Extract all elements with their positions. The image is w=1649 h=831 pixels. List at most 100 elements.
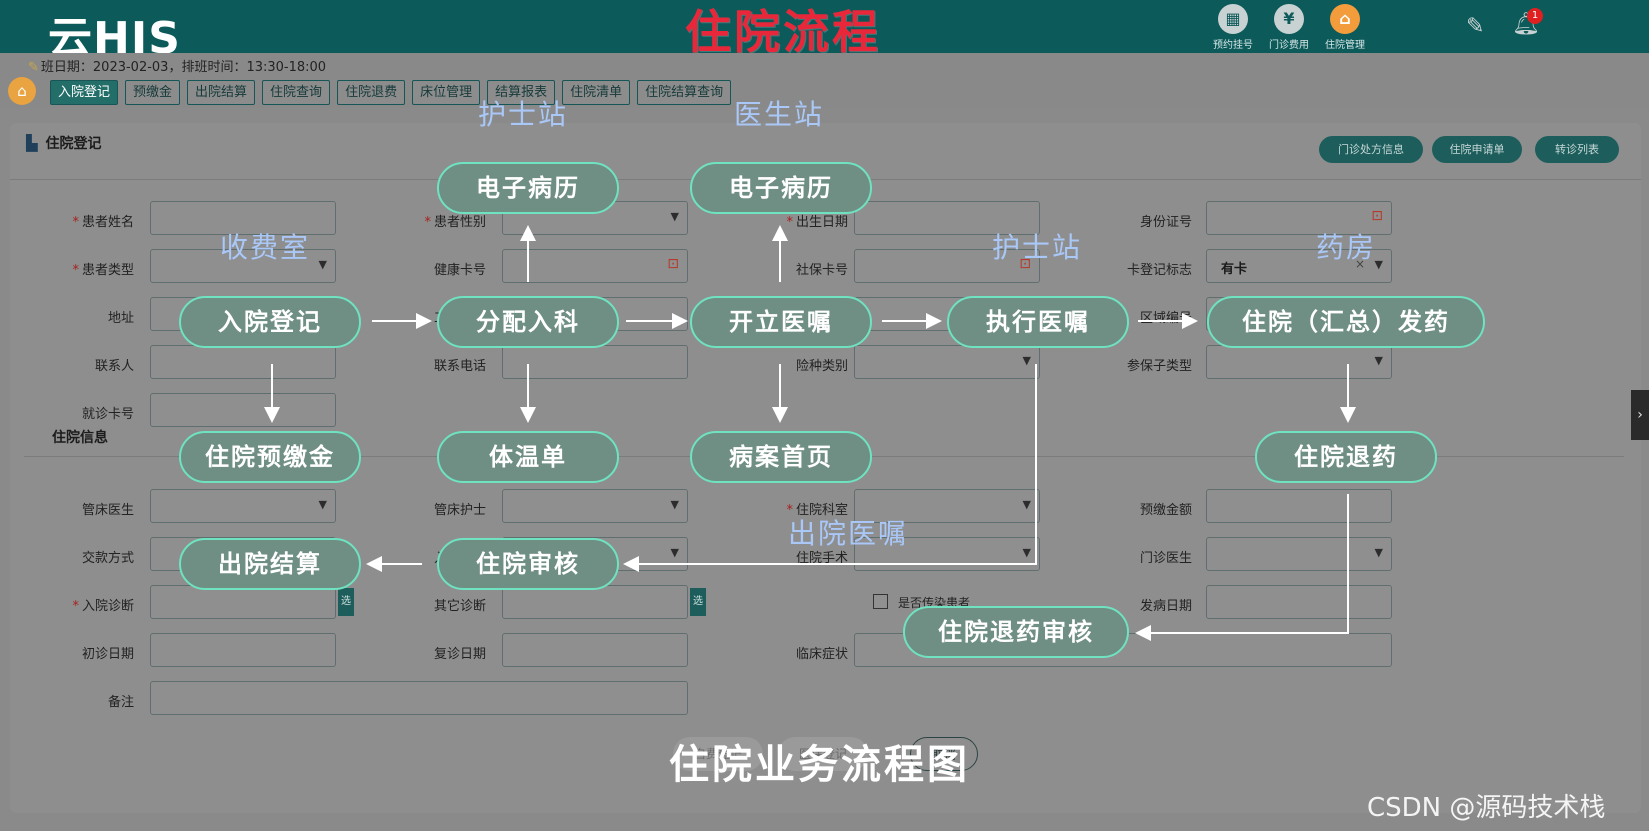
select-other-diagnosis-button[interactable]: 选 (690, 588, 706, 616)
tab-bed-mgmt[interactable]: 床位管理 (412, 80, 481, 105)
pen-icon[interactable]: ✎ (1466, 14, 1485, 39)
watermark: CSDN @源码技术栈 (1367, 793, 1606, 823)
label-card-flag: 卡登记标志 (1126, 263, 1192, 278)
label-health-card: 健康卡号 (433, 263, 486, 278)
hospital-icon: ▙ (26, 134, 38, 152)
top-bar: 云HIS 住院流程 ▦ 预约挂号 ¥ 门诊费用 ⌂ 住院管理 ✎ 🔔︎ 1 (0, 0, 1649, 64)
referral-list-button[interactable]: 转诊列表 (1535, 136, 1619, 163)
home-icon[interactable]: ⌂ (8, 77, 36, 105)
station-discharge-order: 出院医嘱 (788, 517, 909, 550)
tab-settle-report[interactable]: 结算报表 (487, 80, 556, 105)
inpatient-mgmt-button[interactable]: ⌂ 住院管理 (1315, 4, 1375, 52)
station-cashier: 收费室 (220, 231, 311, 264)
section-inpatient-info: 住院信息 (52, 430, 108, 446)
label-surgery: 住院手术 (795, 551, 848, 566)
remarks-input[interactable] (150, 681, 688, 715)
admit-diagnosis-input[interactable] (150, 585, 336, 619)
patient-type-select[interactable]: ▼ (150, 249, 336, 283)
health-card-input[interactable]: ⊡ (502, 249, 688, 283)
chevron-down-icon: ▼ (670, 546, 679, 559)
appointment-button[interactable]: ▦ 预约挂号 (1203, 4, 1263, 52)
label-onset-date: 发病日期 (1139, 599, 1192, 614)
chevron-down-icon: ▼ (1022, 354, 1031, 367)
patient-name-input[interactable] (150, 201, 336, 235)
appointment-icon: ▦ (1218, 4, 1248, 34)
outpatient-fee-button[interactable]: ¥ 门诊费用 (1259, 4, 1319, 52)
social-security-input[interactable]: ⊡ (854, 249, 1040, 283)
tab-refund[interactable]: 住院退费 (337, 80, 406, 105)
label-symptoms: 临床症状 (795, 647, 848, 662)
label-birth-date: *出生日期 (786, 215, 848, 230)
clear-icon[interactable]: × (1354, 257, 1365, 271)
module-tabs: 入院登记 预缴金 出院结算 住院查询 住院退费 床位管理 结算报表 住院清单 住… (50, 80, 732, 105)
first-visit-input[interactable] (150, 633, 336, 667)
label-gender: *患者性别 (424, 215, 486, 230)
card-flag-select[interactable]: 有卡×▼ (1206, 249, 1392, 283)
node-audit: 住院审核 (437, 538, 619, 590)
label-address: 地址 (107, 311, 134, 326)
label-first-visit: 初诊日期 (81, 647, 134, 662)
appointment-label: 预约挂号 (1213, 40, 1253, 51)
node-orders: 开立医嘱 (690, 296, 872, 348)
tab-settle-query[interactable]: 住院结算查询 (637, 80, 732, 105)
tab-inpatient-query[interactable]: 住院查询 (262, 80, 331, 105)
label-id-number: 身份证号 (1139, 215, 1192, 230)
onset-date-input[interactable] (1206, 585, 1392, 619)
insurance-subtype-select[interactable]: ▼ (1206, 345, 1392, 379)
label-insurance-type: 险种类别 (795, 359, 848, 374)
self-pay-register-button[interactable]: 自费登记 (673, 737, 763, 771)
label-patient-name: *患者姓名 (72, 215, 134, 230)
bed-nurse-select[interactable]: ▼ (502, 489, 688, 523)
cancel-button[interactable]: 取消 (910, 737, 978, 771)
bed-doctor-select[interactable]: ▼ (150, 489, 336, 523)
scan-icon[interactable]: ⊡ (1019, 256, 1031, 272)
id-number-input[interactable]: ⊡ (1206, 201, 1392, 235)
scan-icon[interactable]: ⊡ (1371, 208, 1383, 224)
chevron-down-icon: ▼ (318, 258, 327, 271)
revisit-input[interactable] (502, 633, 688, 667)
label-contact-phone: 联系电话 (433, 359, 486, 374)
select-diagnosis-button[interactable]: 选 (338, 588, 354, 616)
infectious-checkbox[interactable] (873, 594, 888, 609)
chevron-down-icon: ▼ (670, 498, 679, 511)
node-return-audit: 住院退药审核 (903, 606, 1129, 658)
surgery-select[interactable]: ▼ (854, 537, 1040, 571)
schedule-info: ✎班日期：2023-02-03，排班时间：13:30-18:00 (28, 56, 326, 75)
pin-icon: ✎ (28, 60, 39, 75)
hospital-bed-icon: ⌂ (1330, 4, 1360, 34)
other-diagnosis-input[interactable] (502, 585, 688, 619)
flow-caption: 住院业务流程图 (669, 742, 970, 788)
contact-phone-input[interactable] (502, 345, 688, 379)
outpatient-fee-label: 门诊费用 (1269, 40, 1309, 51)
ward-select[interactable]: ▼ (854, 489, 1040, 523)
insured-register-button[interactable]: 医保登记 (778, 737, 868, 771)
admission-request-button[interactable]: 住院申请单 (1432, 136, 1522, 163)
tab-prepay[interactable]: 预缴金 (125, 80, 181, 105)
sub-header: ✎班日期：2023-02-03，排班时间：13:30-18:00 ⌂ 入院登记 … (0, 53, 1649, 108)
tab-admission[interactable]: 入院登记 (50, 80, 119, 105)
tab-discharge-settle[interactable]: 出院结算 (187, 80, 256, 105)
yen-icon: ¥ (1274, 4, 1304, 34)
birth-date-input[interactable] (854, 201, 1040, 235)
label-deposit: 预缴金额 (1139, 503, 1192, 518)
chevron-down-icon: ▼ (1022, 498, 1031, 511)
outpatient-doctor-select[interactable]: ▼ (1206, 537, 1392, 571)
deposit-input[interactable] (1206, 489, 1392, 523)
chevron-down-icon: ▼ (1374, 258, 1383, 271)
scan-icon[interactable]: ⊡ (667, 256, 679, 272)
station-nurse-execute: 护士站 (992, 231, 1083, 264)
visit-card-input[interactable] (150, 393, 336, 427)
side-expand-tab[interactable]: › (1631, 390, 1649, 440)
arrow-return-to-return-audit (1135, 494, 1349, 641)
node-return-drug: 住院退药 (1255, 431, 1437, 483)
panel-title: ▙住院登记 (26, 133, 102, 153)
node-temperature: 体温单 (437, 431, 619, 483)
label-admit-diagnosis: *入院诊断 (72, 599, 134, 614)
tab-inpatient-list[interactable]: 住院清单 (562, 80, 631, 105)
outpatient-prescription-button[interactable]: 门诊处方信息 (1319, 136, 1423, 163)
chevron-down-icon: ▼ (1374, 354, 1383, 367)
schedule-text: 班日期：2023-02-03，排班时间：13:30-18:00 (40, 60, 327, 75)
insurance-type-select[interactable]: ▼ (854, 345, 1040, 379)
label-visit-card: 就诊卡号 (81, 407, 134, 422)
